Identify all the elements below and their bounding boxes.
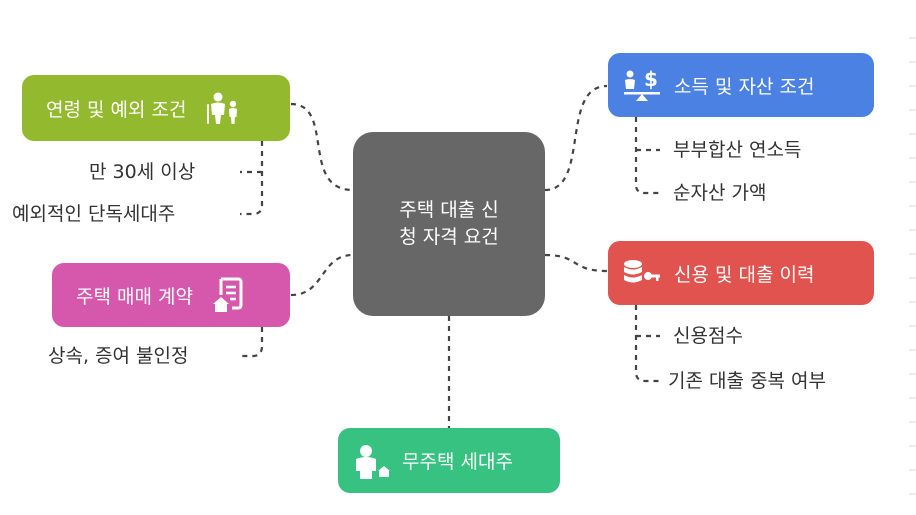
edge-ticks xyxy=(909,37,916,495)
no-house-label: 무주택 세대주 xyxy=(402,451,513,473)
credit-item-2: 기존 대출 중복 여부 xyxy=(668,370,826,392)
age-node-label: 연령 및 예외 조건 xyxy=(46,98,187,121)
person-house-icon xyxy=(352,443,392,479)
no-house-node: 무주택 세대주 xyxy=(338,428,560,493)
house-contract-node: 주택 매매 계약 xyxy=(52,263,290,327)
svg-text:$: $ xyxy=(644,68,658,91)
income-node: $ 소득 및 자산 조건 xyxy=(608,53,874,117)
center-node: 주택 대출 신 청 자격 요건 xyxy=(353,132,545,316)
age-item-2: 예외적인 단독세대주 xyxy=(12,203,176,225)
center-title-line2: 청 자격 요건 xyxy=(399,226,499,248)
credit-node: 신용 및 대출 이력 xyxy=(608,241,874,305)
age-item-1: 만 30세 이상 xyxy=(89,161,196,183)
house-contract-item-1: 상속, 증여 불인정 xyxy=(48,345,189,367)
family-icon xyxy=(204,91,240,125)
money-scale-icon: $ xyxy=(622,68,662,102)
house-contract-label: 주택 매매 계약 xyxy=(76,285,193,308)
credit-node-label: 신용 및 대출 이력 xyxy=(674,263,815,286)
income-node-label: 소득 및 자산 조건 xyxy=(674,75,815,98)
income-item-1: 부부합산 연소득 xyxy=(673,139,802,161)
credit-item-1: 신용점수 xyxy=(673,325,743,347)
database-key-icon xyxy=(622,258,662,288)
house-document-icon xyxy=(212,277,243,313)
center-title-line1: 주택 대출 신 xyxy=(399,199,499,221)
income-item-2: 순자산 가액 xyxy=(673,182,767,204)
age-node: 연령 및 예외 조건 xyxy=(22,75,290,141)
